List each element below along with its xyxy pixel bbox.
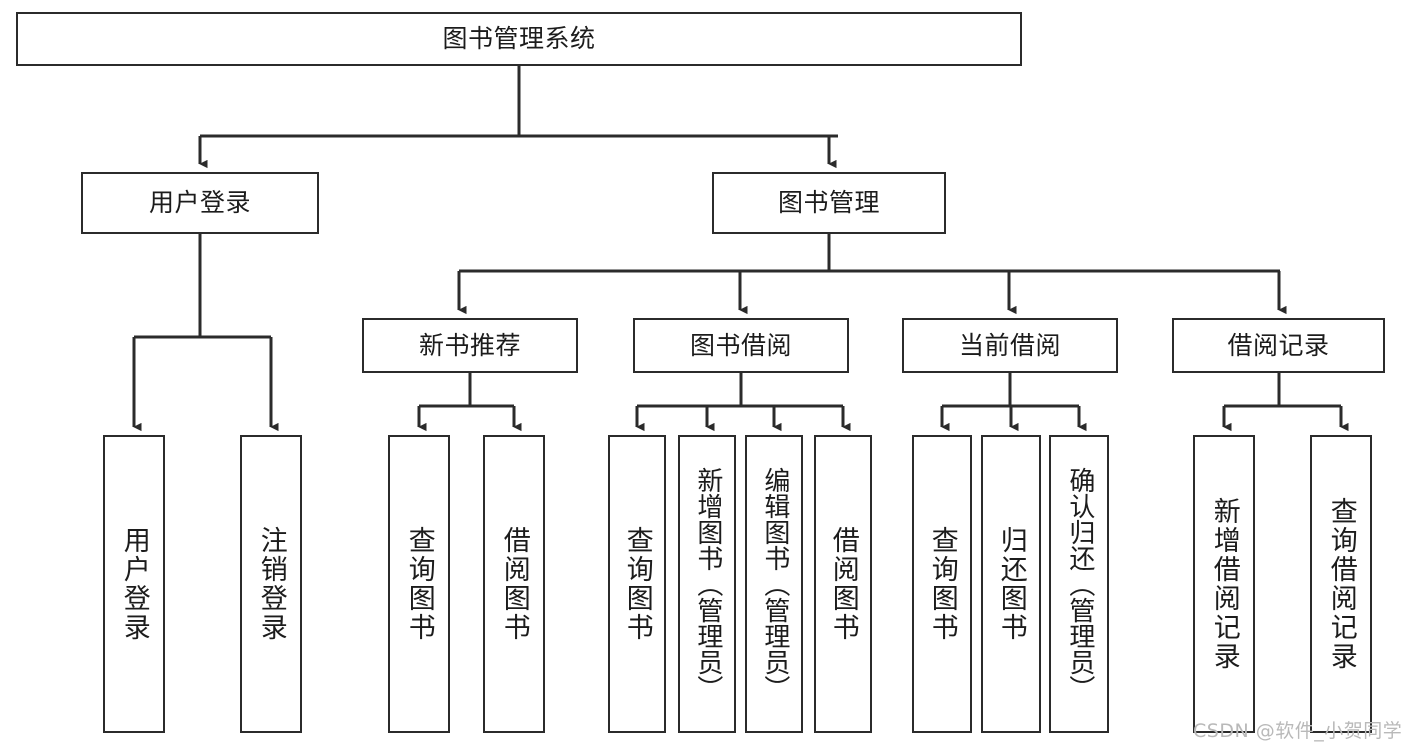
node-leaf-borrow-book-1[interactable]: 借阅图书 [483,435,545,733]
node-leaf-query-borrow-record-label: 查询借阅记录 [1325,497,1357,671]
node-leaf-add-book-admin[interactable]: 新增图书（管理员） [678,435,736,733]
node-borrow-record-label: 借阅记录 [1227,330,1330,360]
node-book-borrow[interactable]: 图书借阅 [633,318,849,373]
node-leaf-confirm-return-admin-label: 确认归还（管理员） [1064,467,1095,701]
node-leaf-query-book-3[interactable]: 查询图书 [912,435,972,733]
node-leaf-borrow-book-1-label: 借阅图书 [498,526,530,642]
node-leaf-query-book-1-label: 查询图书 [403,526,435,642]
node-root-label: 图书管理系统 [442,24,596,54]
node-current-borrow-label: 当前借阅 [958,330,1061,360]
node-leaf-query-borrow-record[interactable]: 查询借阅记录 [1310,435,1372,733]
node-book-borrow-label: 图书借阅 [689,330,792,360]
node-leaf-borrow-book-2[interactable]: 借阅图书 [814,435,872,733]
node-user-login-label: 用户登录 [148,188,251,218]
node-user-login[interactable]: 用户登录 [81,172,319,234]
node-borrow-record[interactable]: 借阅记录 [1172,318,1385,373]
node-leaf-query-book-2[interactable]: 查询图书 [608,435,666,733]
node-leaf-query-book-3-label: 查询图书 [926,526,958,642]
node-leaf-edit-book-admin-label: 编辑图书（管理员） [759,467,790,701]
node-leaf-user-logout-label: 注销登录 [255,526,287,642]
node-leaf-add-borrow-record-label: 新增借阅记录 [1208,497,1240,671]
node-root[interactable]: 图书管理系统 [16,12,1022,66]
node-leaf-add-borrow-record[interactable]: 新增借阅记录 [1193,435,1255,733]
node-leaf-query-book-2-label: 查询图书 [621,526,653,642]
node-leaf-return-book-label: 归还图书 [995,526,1027,642]
node-current-borrow[interactable]: 当前借阅 [902,318,1118,373]
node-leaf-user-logout[interactable]: 注销登录 [240,435,302,733]
node-book-manage-label: 图书管理 [777,188,880,218]
node-leaf-user-login[interactable]: 用户登录 [103,435,165,733]
node-book-manage[interactable]: 图书管理 [712,172,946,234]
node-leaf-user-login-label: 用户登录 [118,526,150,642]
node-leaf-query-book-1[interactable]: 查询图书 [388,435,450,733]
node-leaf-borrow-book-2-label: 借阅图书 [827,526,859,642]
node-leaf-confirm-return-admin[interactable]: 确认归还（管理员） [1049,435,1109,733]
node-leaf-add-book-admin-label: 新增图书（管理员） [692,467,723,701]
node-new-book-recommend-label: 新书推荐 [418,330,521,360]
csdn-watermark: CSDN @软件_小贺同学 [1193,720,1403,742]
node-leaf-edit-book-admin[interactable]: 编辑图书（管理员） [745,435,803,733]
node-leaf-return-book[interactable]: 归还图书 [981,435,1041,733]
node-new-book-recommend[interactable]: 新书推荐 [362,318,578,373]
